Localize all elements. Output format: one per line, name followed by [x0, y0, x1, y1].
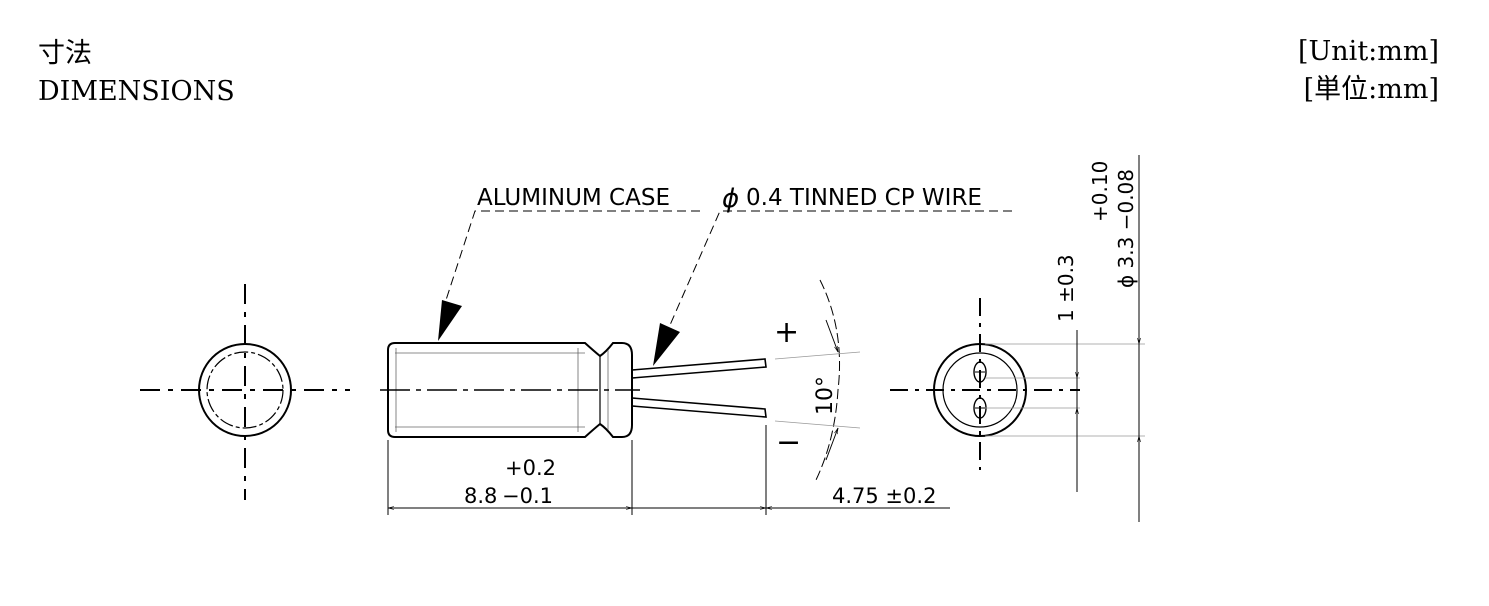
length-lower-tolerance: −0.1: [502, 484, 553, 508]
end-view-right: [890, 298, 1145, 470]
diameter-label: ϕ 3.3 −0.08: [1114, 169, 1138, 288]
length-upper-tolerance: +0.2: [505, 456, 556, 480]
unit-label-english: [Unit:mm]: [1298, 36, 1439, 67]
capacitor-side-view: [380, 342, 640, 438]
lead-pitch-label: 1 ±0.3: [1054, 254, 1078, 322]
body-length-dimension: [387, 440, 633, 515]
lead-length-label: 4.75 ±0.2: [832, 484, 936, 508]
unit-label-japanese: [単位:mm]: [1303, 74, 1439, 105]
leader-wire: [653, 210, 1012, 366]
length-value: 8.8: [464, 484, 497, 508]
title-dimensions: DIMENSIONS: [38, 76, 235, 107]
end-view-left: [140, 284, 350, 500]
wire-diameter-symbol: ϕ: [722, 184, 739, 214]
minus-mark: −: [776, 425, 801, 460]
diameter-upper-tolerance: +0.10: [1088, 161, 1112, 222]
title-japanese: 寸法: [38, 38, 92, 69]
angle-dimension: [774, 279, 861, 481]
plus-mark: +: [774, 315, 799, 350]
angle-label: 10°: [813, 376, 838, 415]
leader-aluminum-case: [438, 210, 700, 341]
lead-length-dimension: [632, 425, 950, 515]
aluminum-case-label: ALUMINUM CASE: [477, 185, 670, 211]
wire-label: 0.4 TINNED CP WIRE: [746, 185, 982, 211]
lead-wires: [631, 358, 767, 418]
